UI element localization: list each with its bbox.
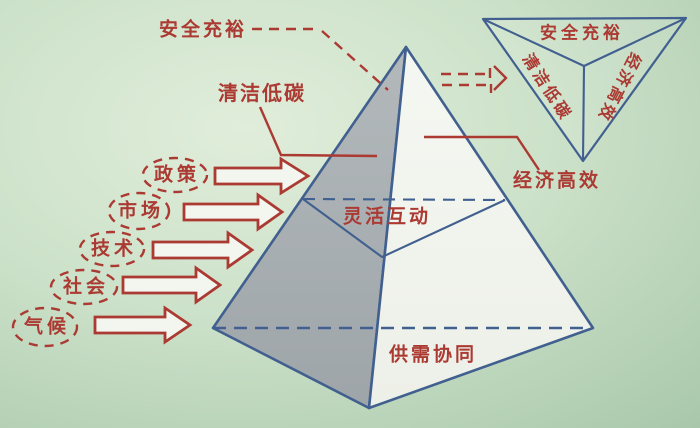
pyramid-slice-dashed-edge	[302, 197, 506, 202]
driver-arrow-jishu	[151, 230, 255, 270]
driver-label-shichang: 市场	[117, 200, 165, 222]
driver-arrow-qihou	[93, 305, 193, 345]
driver-label-qihou: 气候	[23, 316, 71, 338]
top-view-transform-arrow	[441, 65, 508, 93]
top-view-inner-edge-left	[482, 18, 585, 67]
driver-arrow-shehui	[121, 265, 223, 305]
clean-pointer-line	[258, 106, 378, 158]
secure-pointer-dash-diagonal	[321, 30, 389, 91]
driver-label-shehui: 社会	[62, 276, 110, 298]
driver-oval-qihou	[11, 306, 79, 348]
pyramid-label-economic: 经济高效	[512, 170, 602, 192]
pyramid-label-secure: 安全充裕	[158, 19, 248, 41]
pyramid-label-supply-demand: 供需协同	[388, 344, 478, 366]
driver-oval-shichang	[107, 191, 171, 231]
driver-oval-zhengce	[141, 156, 209, 194]
pyramid-label-clean: 清洁低碳	[218, 83, 306, 105]
economic-pointer-line	[424, 135, 540, 171]
driver-arrow-shichang	[182, 192, 285, 232]
pyramid-slice-front-edge	[302, 198, 506, 259]
pyramid-label-flexible: 灵活互动	[342, 206, 432, 228]
driver-arrow-zhengce	[213, 156, 311, 196]
transform-arrow-head	[493, 65, 508, 91]
driver-oval-shehui	[49, 268, 119, 306]
driver-oval-jishu	[78, 230, 146, 268]
top-view-inner-edge-bottom	[581, 65, 586, 162]
driver-label-jishu: 技术	[90, 238, 138, 260]
top-view-label-secure: 安全充裕	[540, 23, 624, 43]
driver-label-zhengce: 政策	[153, 164, 201, 186]
top-view-inner-edge-right	[583, 17, 687, 67]
